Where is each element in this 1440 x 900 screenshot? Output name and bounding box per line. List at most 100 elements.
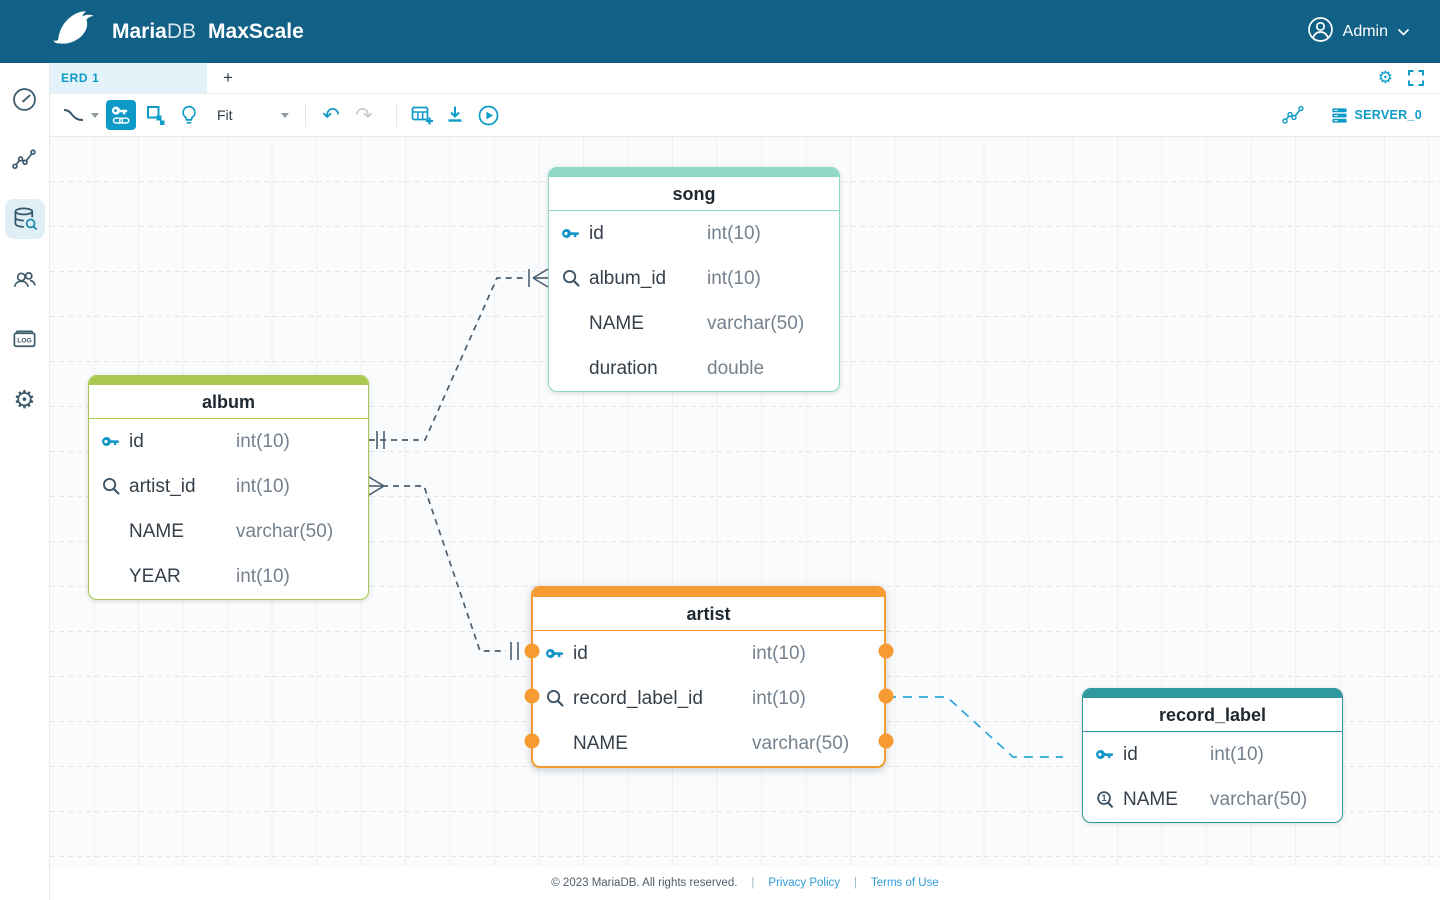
sidebar-item-logs[interactable]: LOG bbox=[5, 319, 45, 359]
brand: MariaDB MaxScale bbox=[52, 8, 304, 56]
column-name: id bbox=[1123, 743, 1138, 765]
terms-of-use-link[interactable]: Terms of Use bbox=[871, 877, 939, 889]
column-name: record_label_id bbox=[573, 687, 703, 709]
server-selector[interactable]: SERVER_0 bbox=[1331, 107, 1422, 124]
column-type: int(10) bbox=[236, 565, 290, 587]
configuration-graph-button[interactable] bbox=[1280, 100, 1306, 130]
relationship-artist-id--album-artist_id[interactable] bbox=[368, 476, 519, 660]
auto-arrange-button[interactable] bbox=[143, 100, 169, 130]
undo-button[interactable]: ↶ bbox=[318, 100, 344, 130]
relationship-record_label-id--artist-record_label_id[interactable] bbox=[887, 696, 1063, 758]
table-title: record_label bbox=[1083, 698, 1342, 732]
unique-index-icon: 1 bbox=[1095, 789, 1123, 810]
chevron-down-icon bbox=[91, 112, 99, 118]
table-column-row[interactable]: YEAR int(10) bbox=[89, 554, 368, 599]
privacy-policy-link[interactable]: Privacy Policy bbox=[768, 877, 840, 889]
page-footer: © 2023 MariaDB. All rights reserved. | P… bbox=[50, 866, 1440, 900]
redo-button[interactable]: ↷ bbox=[351, 100, 377, 130]
fullscreen-icon[interactable] bbox=[1408, 70, 1424, 86]
column-type: varchar(50) bbox=[1210, 788, 1308, 810]
primary-key-icon bbox=[561, 223, 589, 244]
sidebar-item-query-editor[interactable] bbox=[4, 199, 45, 239]
users-icon bbox=[13, 271, 36, 287]
toolbar-divider bbox=[305, 103, 306, 127]
relationship-album-id--song-album_id[interactable] bbox=[369, 268, 549, 449]
table-column-row[interactable]: id int(10) bbox=[1083, 732, 1342, 777]
relationship-shape-button[interactable] bbox=[62, 100, 99, 130]
table-column-row[interactable]: record_label_id int(10) bbox=[533, 676, 884, 721]
relationships-layer bbox=[368, 268, 1063, 758]
export-script-button[interactable] bbox=[442, 100, 468, 130]
column-name: NAME bbox=[573, 732, 628, 754]
brand-maria: Maria bbox=[112, 19, 167, 43]
column-name: id bbox=[129, 430, 144, 452]
chevron-down-icon bbox=[281, 112, 289, 118]
column-type: varchar(50) bbox=[707, 312, 805, 334]
top-navbar: MariaDB MaxScale Admin bbox=[0, 0, 1440, 63]
footer-separator: | bbox=[854, 877, 857, 889]
database-search-icon bbox=[14, 207, 37, 230]
index-icon bbox=[101, 476, 129, 497]
table-column-row[interactable]: NAME varchar(50) bbox=[533, 721, 884, 766]
column-type: varchar(50) bbox=[752, 732, 850, 754]
table-plus-icon bbox=[411, 106, 433, 125]
tab-erd-1[interactable]: ERD 1 bbox=[50, 63, 207, 93]
column-name: NAME bbox=[129, 520, 184, 542]
footer-separator: | bbox=[751, 877, 755, 889]
log-text: LOG bbox=[17, 337, 32, 344]
tab-label: ERD 1 bbox=[61, 71, 100, 85]
auto-create-relationships-button[interactable] bbox=[106, 100, 136, 130]
sidebar-item-visualization[interactable] bbox=[5, 139, 45, 179]
sidebar-item-dashboard[interactable] bbox=[5, 79, 45, 119]
table-column-row[interactable]: id int(10) bbox=[89, 419, 368, 464]
table-color-strip bbox=[533, 588, 884, 597]
index-icon bbox=[561, 268, 589, 289]
add-table-button[interactable] bbox=[409, 100, 435, 130]
table-column-row[interactable]: NAME varchar(50) bbox=[89, 509, 368, 554]
line-graph-icon bbox=[12, 148, 36, 169]
zoom-select[interactable]: Fit bbox=[217, 107, 289, 123]
table-color-strip bbox=[549, 168, 839, 177]
index-icon bbox=[545, 688, 573, 709]
column-name: id bbox=[573, 642, 588, 664]
highlight-relationships-button[interactable] bbox=[176, 100, 202, 130]
column-type: int(10) bbox=[752, 687, 806, 709]
column-name: NAME bbox=[1123, 788, 1178, 810]
column-type: int(10) bbox=[1210, 743, 1264, 765]
curve-line-icon bbox=[63, 109, 84, 121]
sidebar-item-users[interactable] bbox=[5, 259, 45, 299]
redo-icon: ↷ bbox=[355, 102, 373, 127]
user-menu[interactable]: Admin bbox=[1307, 16, 1410, 48]
chevron-down-icon bbox=[1397, 28, 1410, 36]
play-circle-icon bbox=[478, 105, 498, 125]
column-type: double bbox=[707, 357, 765, 379]
arrange-squares-icon bbox=[147, 106, 165, 125]
column-name: album_id bbox=[589, 267, 667, 289]
brand-db: DB bbox=[166, 19, 197, 43]
query-settings-gear-icon[interactable]: ⚙ bbox=[1377, 67, 1393, 88]
sidebar-item-settings[interactable]: ⚙ bbox=[5, 379, 45, 419]
column-type: int(10) bbox=[236, 430, 290, 452]
server-label: SERVER_0 bbox=[1354, 108, 1422, 122]
server-icon bbox=[1331, 107, 1347, 123]
erd-toolbar: Fit ↶ ↷ bbox=[50, 94, 1440, 137]
apply-script-button[interactable] bbox=[475, 100, 501, 130]
plus-icon: + bbox=[223, 68, 233, 87]
column-name: artist_id bbox=[129, 475, 196, 497]
column-name: YEAR bbox=[129, 565, 181, 587]
add-worksheet-button[interactable]: + bbox=[207, 63, 249, 93]
worksheet-tab-bar: ERD 1 + ⚙ bbox=[50, 63, 1440, 94]
column-type: varchar(50) bbox=[236, 520, 334, 542]
